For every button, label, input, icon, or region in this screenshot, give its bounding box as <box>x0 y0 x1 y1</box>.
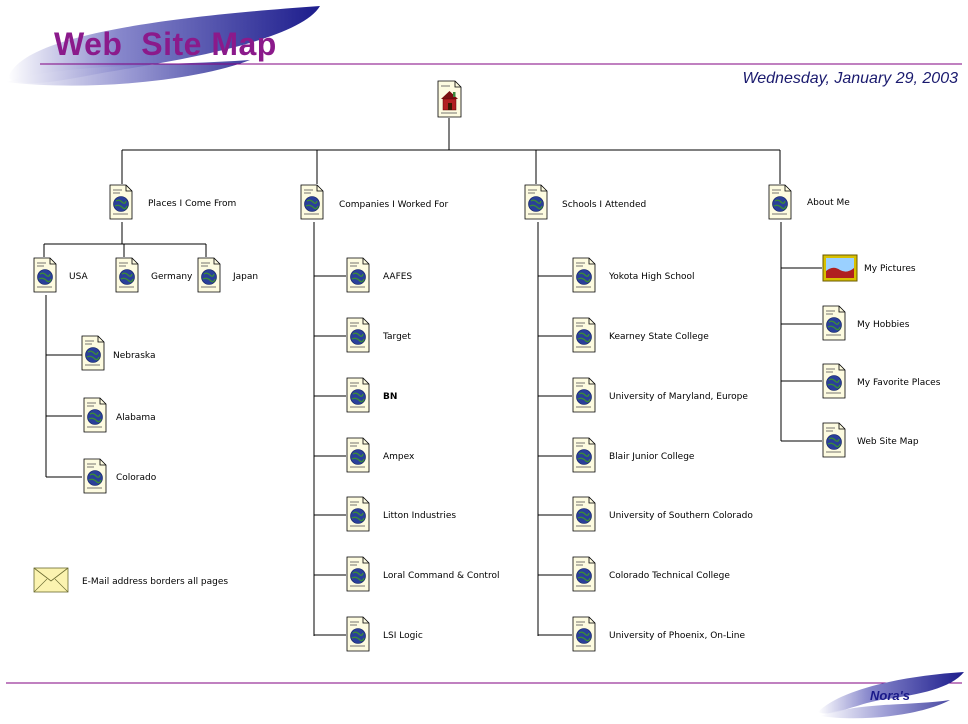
loral-page-icon[interactable] <box>346 556 370 592</box>
site-map-page-icon[interactable] <box>822 422 846 458</box>
about-label-my-pictures[interactable]: My Pictures <box>864 264 916 274</box>
about-me-page-icon[interactable] <box>768 184 792 220</box>
blair-page-icon[interactable] <box>572 437 596 473</box>
about-label-my-favorite-places[interactable]: My Favorite Places <box>857 378 941 388</box>
school-label-kearney[interactable]: Kearney State College <box>609 332 709 342</box>
footer-swoosh-lower <box>820 700 950 719</box>
place-label-usa[interactable]: USA <box>69 272 88 282</box>
company-label-target[interactable]: Target <box>382 332 411 342</box>
state-label-nebraska[interactable]: Nebraska <box>113 351 155 361</box>
branch-label-companies[interactable]: Companies I Worked For <box>339 200 449 210</box>
school-label-colorado-tech[interactable]: Colorado Technical College <box>609 571 730 581</box>
nebraska-page-icon[interactable] <box>81 335 105 371</box>
page-date: Wednesday, January 29, 2003 <box>742 70 958 87</box>
bn-page-icon[interactable] <box>346 377 370 413</box>
legend-email-note: E-Mail address borders all pages <box>82 577 228 587</box>
tree-connectors <box>43 118 822 636</box>
companies-page-icon[interactable] <box>300 184 324 220</box>
branch-label-places[interactable]: Places I Come From <box>148 199 236 209</box>
place-label-germany[interactable]: Germany <box>151 272 193 282</box>
phoenix-page-icon[interactable] <box>572 616 596 652</box>
about-label-my-hobbies[interactable]: My Hobbies <box>857 320 910 330</box>
footer-brand: Nora's <box>870 688 910 703</box>
school-label-blair[interactable]: Blair Junior College <box>609 452 695 462</box>
colorado-tech-page-icon[interactable] <box>572 556 596 592</box>
schools-page-icon[interactable] <box>524 184 548 220</box>
state-label-alabama[interactable]: Alabama <box>116 413 156 423</box>
school-label-yokota[interactable]: Yokota High School <box>608 272 695 282</box>
school-label-southern-colorado[interactable]: University of Southern Colorado <box>609 511 753 521</box>
ampex-page-icon[interactable] <box>346 437 370 473</box>
branch-label-about-me[interactable]: About Me <box>807 198 850 208</box>
maryland-page-icon[interactable] <box>572 377 596 413</box>
home-page-icon[interactable] <box>437 80 462 118</box>
yokota-page-icon[interactable] <box>572 257 596 293</box>
alabama-page-icon[interactable] <box>83 397 107 433</box>
company-label-litton[interactable]: Litton Industries <box>383 511 456 521</box>
southern-colorado-page-icon[interactable] <box>572 496 596 532</box>
picture-icon[interactable] <box>822 254 858 282</box>
company-label-aafes[interactable]: AAFES <box>383 272 412 282</box>
envelope-icon <box>33 567 69 593</box>
page-title: Web Site Map <box>54 26 277 62</box>
state-label-colorado[interactable]: Colorado <box>116 473 157 483</box>
footer-swoosh <box>818 672 964 714</box>
school-label-maryland[interactable]: University of Maryland, Europe <box>609 392 748 402</box>
company-label-lsi-logic[interactable]: LSI Logic <box>383 631 423 641</box>
germany-page-icon[interactable] <box>115 257 139 293</box>
japan-page-icon[interactable] <box>197 257 221 293</box>
place-label-japan[interactable]: Japan <box>232 272 258 282</box>
school-label-phoenix[interactable]: University of Phoenix, On-Line <box>609 631 745 641</box>
colorado-page-icon[interactable] <box>83 458 107 494</box>
header-swoosh-lower <box>6 60 250 86</box>
aafes-page-icon[interactable] <box>346 257 370 293</box>
company-label-bn[interactable]: BN <box>383 392 397 402</box>
hobbies-page-icon[interactable] <box>822 305 846 341</box>
about-label-web-site-map[interactable]: Web Site Map <box>857 437 919 447</box>
kearney-page-icon[interactable] <box>572 317 596 353</box>
company-label-ampex[interactable]: Ampex <box>383 452 415 462</box>
favorite-places-page-icon[interactable] <box>822 363 846 399</box>
lsi-logic-page-icon[interactable] <box>346 616 370 652</box>
company-label-loral[interactable]: Loral Command & Control <box>383 571 499 581</box>
target-page-icon[interactable] <box>346 317 370 353</box>
places-page-icon[interactable] <box>109 184 133 220</box>
branch-label-schools[interactable]: Schools I Attended <box>562 200 646 210</box>
litton-page-icon[interactable] <box>346 496 370 532</box>
usa-page-icon[interactable] <box>33 257 57 293</box>
